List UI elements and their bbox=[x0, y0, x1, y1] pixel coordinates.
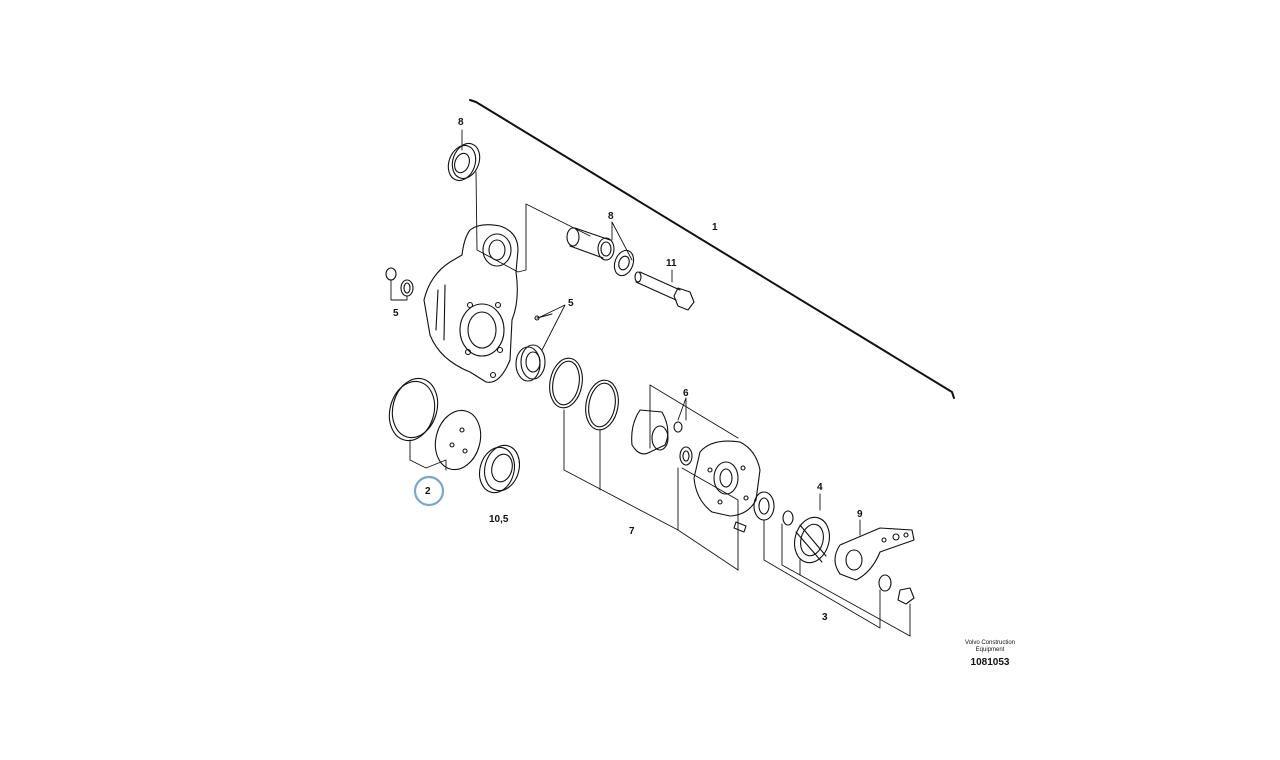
o-ring-part bbox=[549, 357, 619, 431]
disc-pair-part bbox=[388, 377, 482, 471]
callout-11: 11 bbox=[666, 258, 677, 269]
maker-label: Volvo Construction Equipment bbox=[964, 640, 1016, 653]
highlight-circle[interactable] bbox=[413, 475, 445, 507]
callout-9: 9 bbox=[857, 509, 863, 520]
bushing-part bbox=[566, 227, 635, 277]
callout-5-center: 5 bbox=[568, 298, 574, 309]
callout-3: 3 bbox=[822, 612, 828, 623]
callout-7: 7 bbox=[629, 526, 635, 537]
pinion-shaft-part bbox=[631, 409, 693, 466]
steering-housing-part bbox=[423, 224, 519, 383]
callout-8-top: 8 bbox=[458, 117, 464, 128]
seal-top-part bbox=[447, 142, 481, 182]
diagram-caption: Volvo Construction Equipment 1081053 bbox=[952, 640, 1028, 668]
callout-2: 2 bbox=[425, 486, 431, 497]
callout-1: 1 bbox=[712, 222, 718, 233]
assembly-bracket-line bbox=[469, 99, 955, 399]
seal-ring-part bbox=[753, 491, 831, 564]
bearing-part bbox=[515, 313, 553, 382]
bolt-part bbox=[634, 271, 695, 311]
washer-left-part bbox=[385, 267, 414, 297]
diagram-number: 1081053 bbox=[970, 657, 1010, 668]
bracket-part bbox=[834, 527, 915, 605]
callout-10-5: 10,5 bbox=[489, 514, 509, 525]
callout-6: 6 bbox=[683, 388, 689, 399]
leader-lines bbox=[390, 129, 911, 637]
callout-4: 4 bbox=[817, 482, 823, 493]
seal-lower-part bbox=[478, 444, 521, 494]
callout-5-left: 5 bbox=[393, 308, 399, 319]
callout-8-center: 8 bbox=[608, 211, 614, 222]
cover-plate-part bbox=[693, 440, 761, 533]
